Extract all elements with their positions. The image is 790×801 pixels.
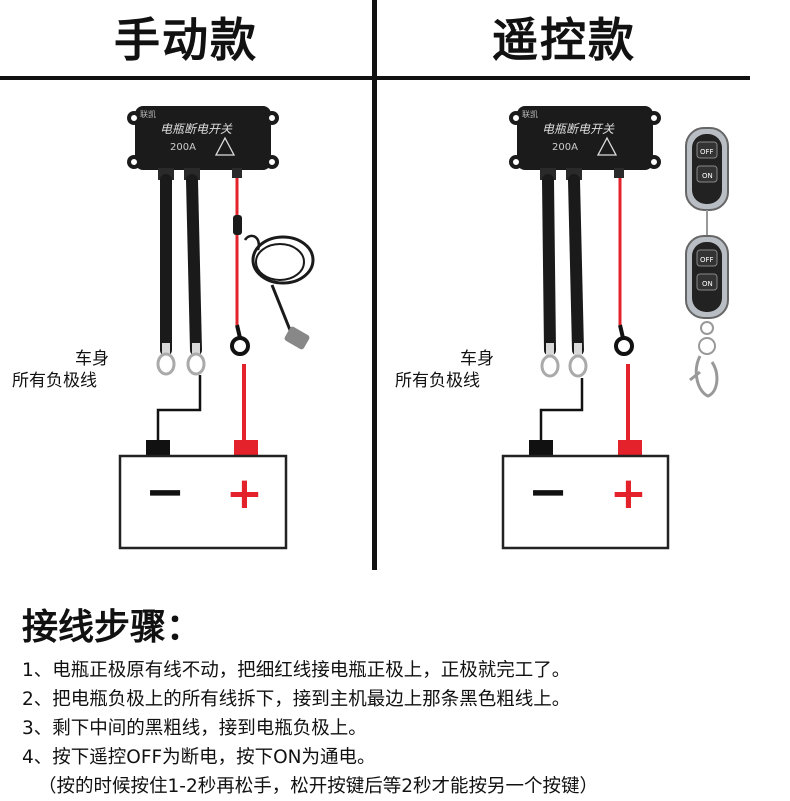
- manual-wiring-diagram: 联凯 电瓶断电开关 200A 车身 所有负极线 − +: [12, 106, 315, 550]
- ring-terminal: [614, 336, 634, 356]
- negative-connection: [539, 378, 584, 440]
- switch-box: 联凯 电瓶断电开关 200A: [127, 106, 279, 180]
- instruction-step: 4、按下遥控OFF为断电，按下ON为通电。: [22, 747, 376, 768]
- remote-fob-top: OFF ON: [685, 127, 729, 211]
- on-button-label: ON: [702, 172, 713, 180]
- lug-terminal: [186, 352, 206, 376]
- battery: − +: [501, 440, 670, 550]
- lug-terminal: [568, 354, 588, 378]
- battery-positive-sign: +: [226, 468, 263, 519]
- manual-model-header: 手动款: [114, 13, 258, 67]
- instruction-step: 1、电瓶正极原有线不动，把细红线接电瓶正极上，正极就完工了。: [22, 660, 571, 681]
- battery-negative-sign: −: [145, 464, 185, 520]
- switch-brand: 联凯: [522, 109, 538, 119]
- instruction-step: 2、把电瓶负极上的所有线拆下，接到主机最边上那条黑色粗线上。: [22, 689, 571, 710]
- lug-terminal: [156, 352, 176, 376]
- switch-title: 电瓶断电开关: [160, 122, 233, 136]
- body-label-line1: 车身: [75, 349, 109, 369]
- battery: − +: [118, 440, 288, 550]
- off-button-label: OFF: [700, 148, 714, 156]
- body-label-line2: 所有负极线: [395, 371, 480, 391]
- remote-fob-bottom: OFF ON: [685, 235, 729, 319]
- battery-negative-sign: −: [528, 464, 568, 520]
- switch-brand: 联凯: [140, 109, 156, 119]
- fuse-holder: [233, 215, 242, 235]
- ring-terminal: [230, 336, 250, 356]
- body-label-line2: 所有负极线: [12, 371, 97, 391]
- battery-positive-sign: +: [610, 468, 647, 519]
- switch-rating: 200A: [552, 142, 578, 153]
- instructions-title: 接线步骤：: [22, 607, 203, 648]
- body-label-line1: 车身: [460, 349, 494, 369]
- wiring-instructions: 接线步骤： 1、电瓶正极原有线不动，把细红线接电瓶正极上，正极就完工了。 2、把…: [22, 598, 782, 801]
- instruction-note: （按的时候按住1-2秒再松手，松开按键后等2秒才能按另一个按键）: [38, 776, 598, 797]
- manual-knob: [284, 326, 310, 350]
- on-button-label: ON: [702, 280, 713, 288]
- thick-cable-battery: [568, 174, 584, 356]
- switch-box: 联凯 电瓶断电开关 200A: [509, 106, 661, 180]
- thick-cable-body: [542, 174, 556, 356]
- warning-icon: [214, 136, 236, 156]
- off-button-label: OFF: [700, 256, 714, 264]
- lug-terminal: [540, 354, 560, 378]
- switch-title: 电瓶断电开关: [542, 122, 615, 136]
- negative-connection: [156, 375, 202, 440]
- control-cable-coil: [251, 235, 315, 285]
- remote-model-header: 遥控款: [492, 13, 636, 67]
- thick-cable-battery: [186, 174, 202, 356]
- switch-rating: 200A: [170, 142, 196, 153]
- instruction-step: 3、剩下中间的黑粗线，接到电瓶负极上。: [22, 718, 367, 739]
- remote-wiring-diagram: 联凯 电瓶断电开关 200A OFF ON OFF ON 车身 所有负: [395, 106, 729, 550]
- column-divider: [372, 0, 377, 570]
- warning-icon: [596, 136, 618, 156]
- keychain-icon: [689, 321, 719, 398]
